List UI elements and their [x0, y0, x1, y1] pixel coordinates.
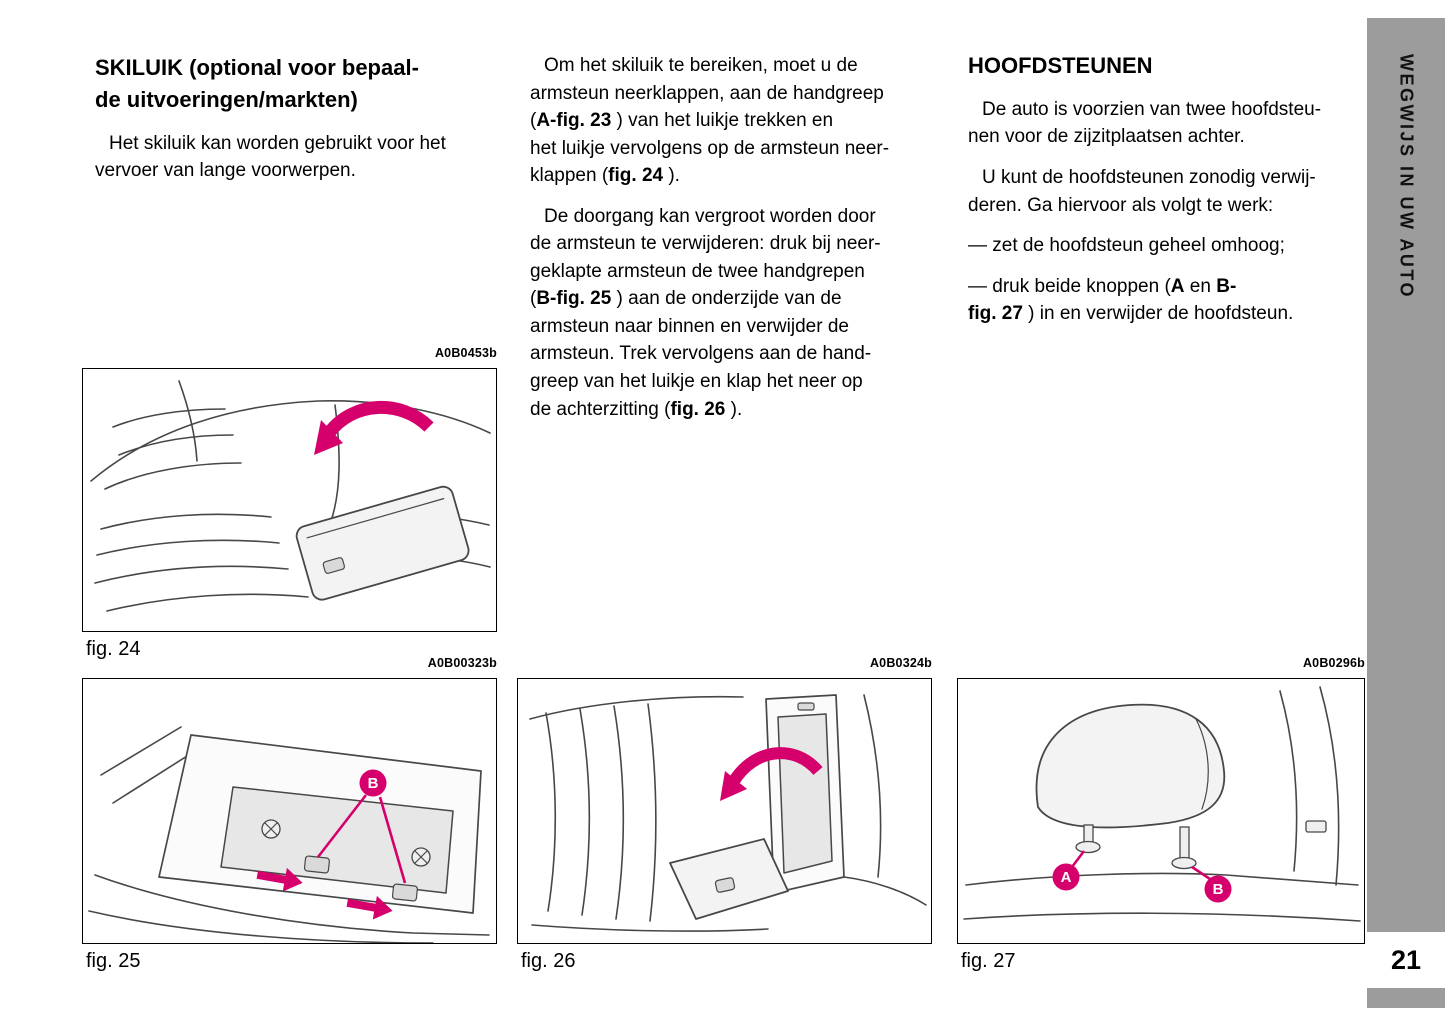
callout-a-badge-label: A — [1061, 869, 1072, 886]
page-number-value: 21 — [1390, 944, 1422, 975]
shelf-line-art — [963, 686, 1361, 922]
figure-27: A B — [957, 678, 1365, 944]
column-hoofdsteunen: HOOFDSTEUNEN De auto is voorzien van twe… — [968, 50, 1360, 341]
instruction-paragraph-1: Om het skiluik te bereiken, moet u de ar… — [530, 55, 890, 187]
column-skiluik-instructions: Om het skiluik te bereiken, moet u de ar… — [530, 52, 925, 436]
figure-26-label: fig. 26 — [521, 950, 576, 972]
chapter-title: WEGWIJS IN UW AUTO — [1396, 54, 1417, 299]
chapter-sidebar: WEGWIJS IN UW AUTO — [1367, 18, 1445, 1008]
skiluik-heading: SKILUIK (optional voor bepaal- de uitvoe… — [95, 55, 419, 112]
callout-b-badge: B — [359, 769, 387, 797]
armrest-line-art — [88, 726, 490, 943]
figure-25-code: A0B00323b — [427, 656, 497, 670]
hoofdsteunen-heading: HOOFDSTEUNEN — [968, 53, 1153, 78]
column-skiluik: SKILUIK (optional voor bepaal- de uitvoe… — [95, 52, 487, 198]
figure-25-label: fig. 25 — [86, 950, 141, 972]
press-arrow-left-icon — [256, 867, 303, 892]
figure-25: B — [82, 678, 497, 944]
figure-26 — [517, 678, 932, 944]
skiluik-paragraph: Het skiluik kan worden gebruikt voor het… — [95, 132, 446, 182]
fig27-illustration-headrest: A B — [963, 686, 1361, 922]
hoofdsteunen-bullet-1: — zet de hoofdsteun geheel omhoog; — [968, 235, 1285, 257]
hoofdsteunen-bullet-2: — druk beide knoppen (A en B- fig. 27 ) … — [968, 275, 1294, 325]
fold-arrow-icon — [720, 747, 823, 801]
release-button-b — [1171, 856, 1197, 870]
callout-b-badge-label: B — [1213, 881, 1224, 898]
open-hatch-lid — [669, 838, 789, 920]
ski-hatch-lid — [295, 485, 470, 601]
headrest — [1035, 703, 1226, 870]
callout-b-badge: B — [1191, 865, 1232, 903]
fold-arrow-icon — [314, 401, 434, 455]
release-button-a — [1075, 840, 1101, 854]
hoofdsteunen-paragraph-2: U kunt de hoofdsteunen zonodig verwij- d… — [968, 166, 1316, 216]
seat-line-art — [529, 694, 927, 932]
fig25-illustration-armrest-handles: B — [88, 726, 490, 943]
figure-26-code: A0B0324b — [869, 656, 932, 670]
callout-b-badge-label: B — [368, 775, 379, 792]
instruction-paragraph-2: De doorgang kan vergroot worden door de … — [530, 205, 881, 420]
figure-24-label: fig. 24 — [86, 638, 141, 660]
figure-27-label: fig. 27 — [961, 950, 1016, 972]
fig24-illustration-armrest-fold — [90, 380, 491, 612]
figure-24 — [82, 368, 497, 632]
pass-through-panel — [765, 694, 845, 894]
callout-a-badge: A — [1052, 850, 1086, 891]
press-arrow-right-icon — [346, 895, 393, 920]
hoofdsteunen-paragraph-1: De auto is voorzien van twee hoofdsteu- … — [968, 98, 1322, 148]
callout-b-lines — [316, 794, 407, 884]
page-number: 21 — [1367, 932, 1445, 988]
figure-24-code: A0B0453b — [434, 346, 497, 360]
fig26-illustration-hatch-open — [529, 694, 927, 932]
figure-27-code: A0B0296b — [1302, 656, 1365, 670]
